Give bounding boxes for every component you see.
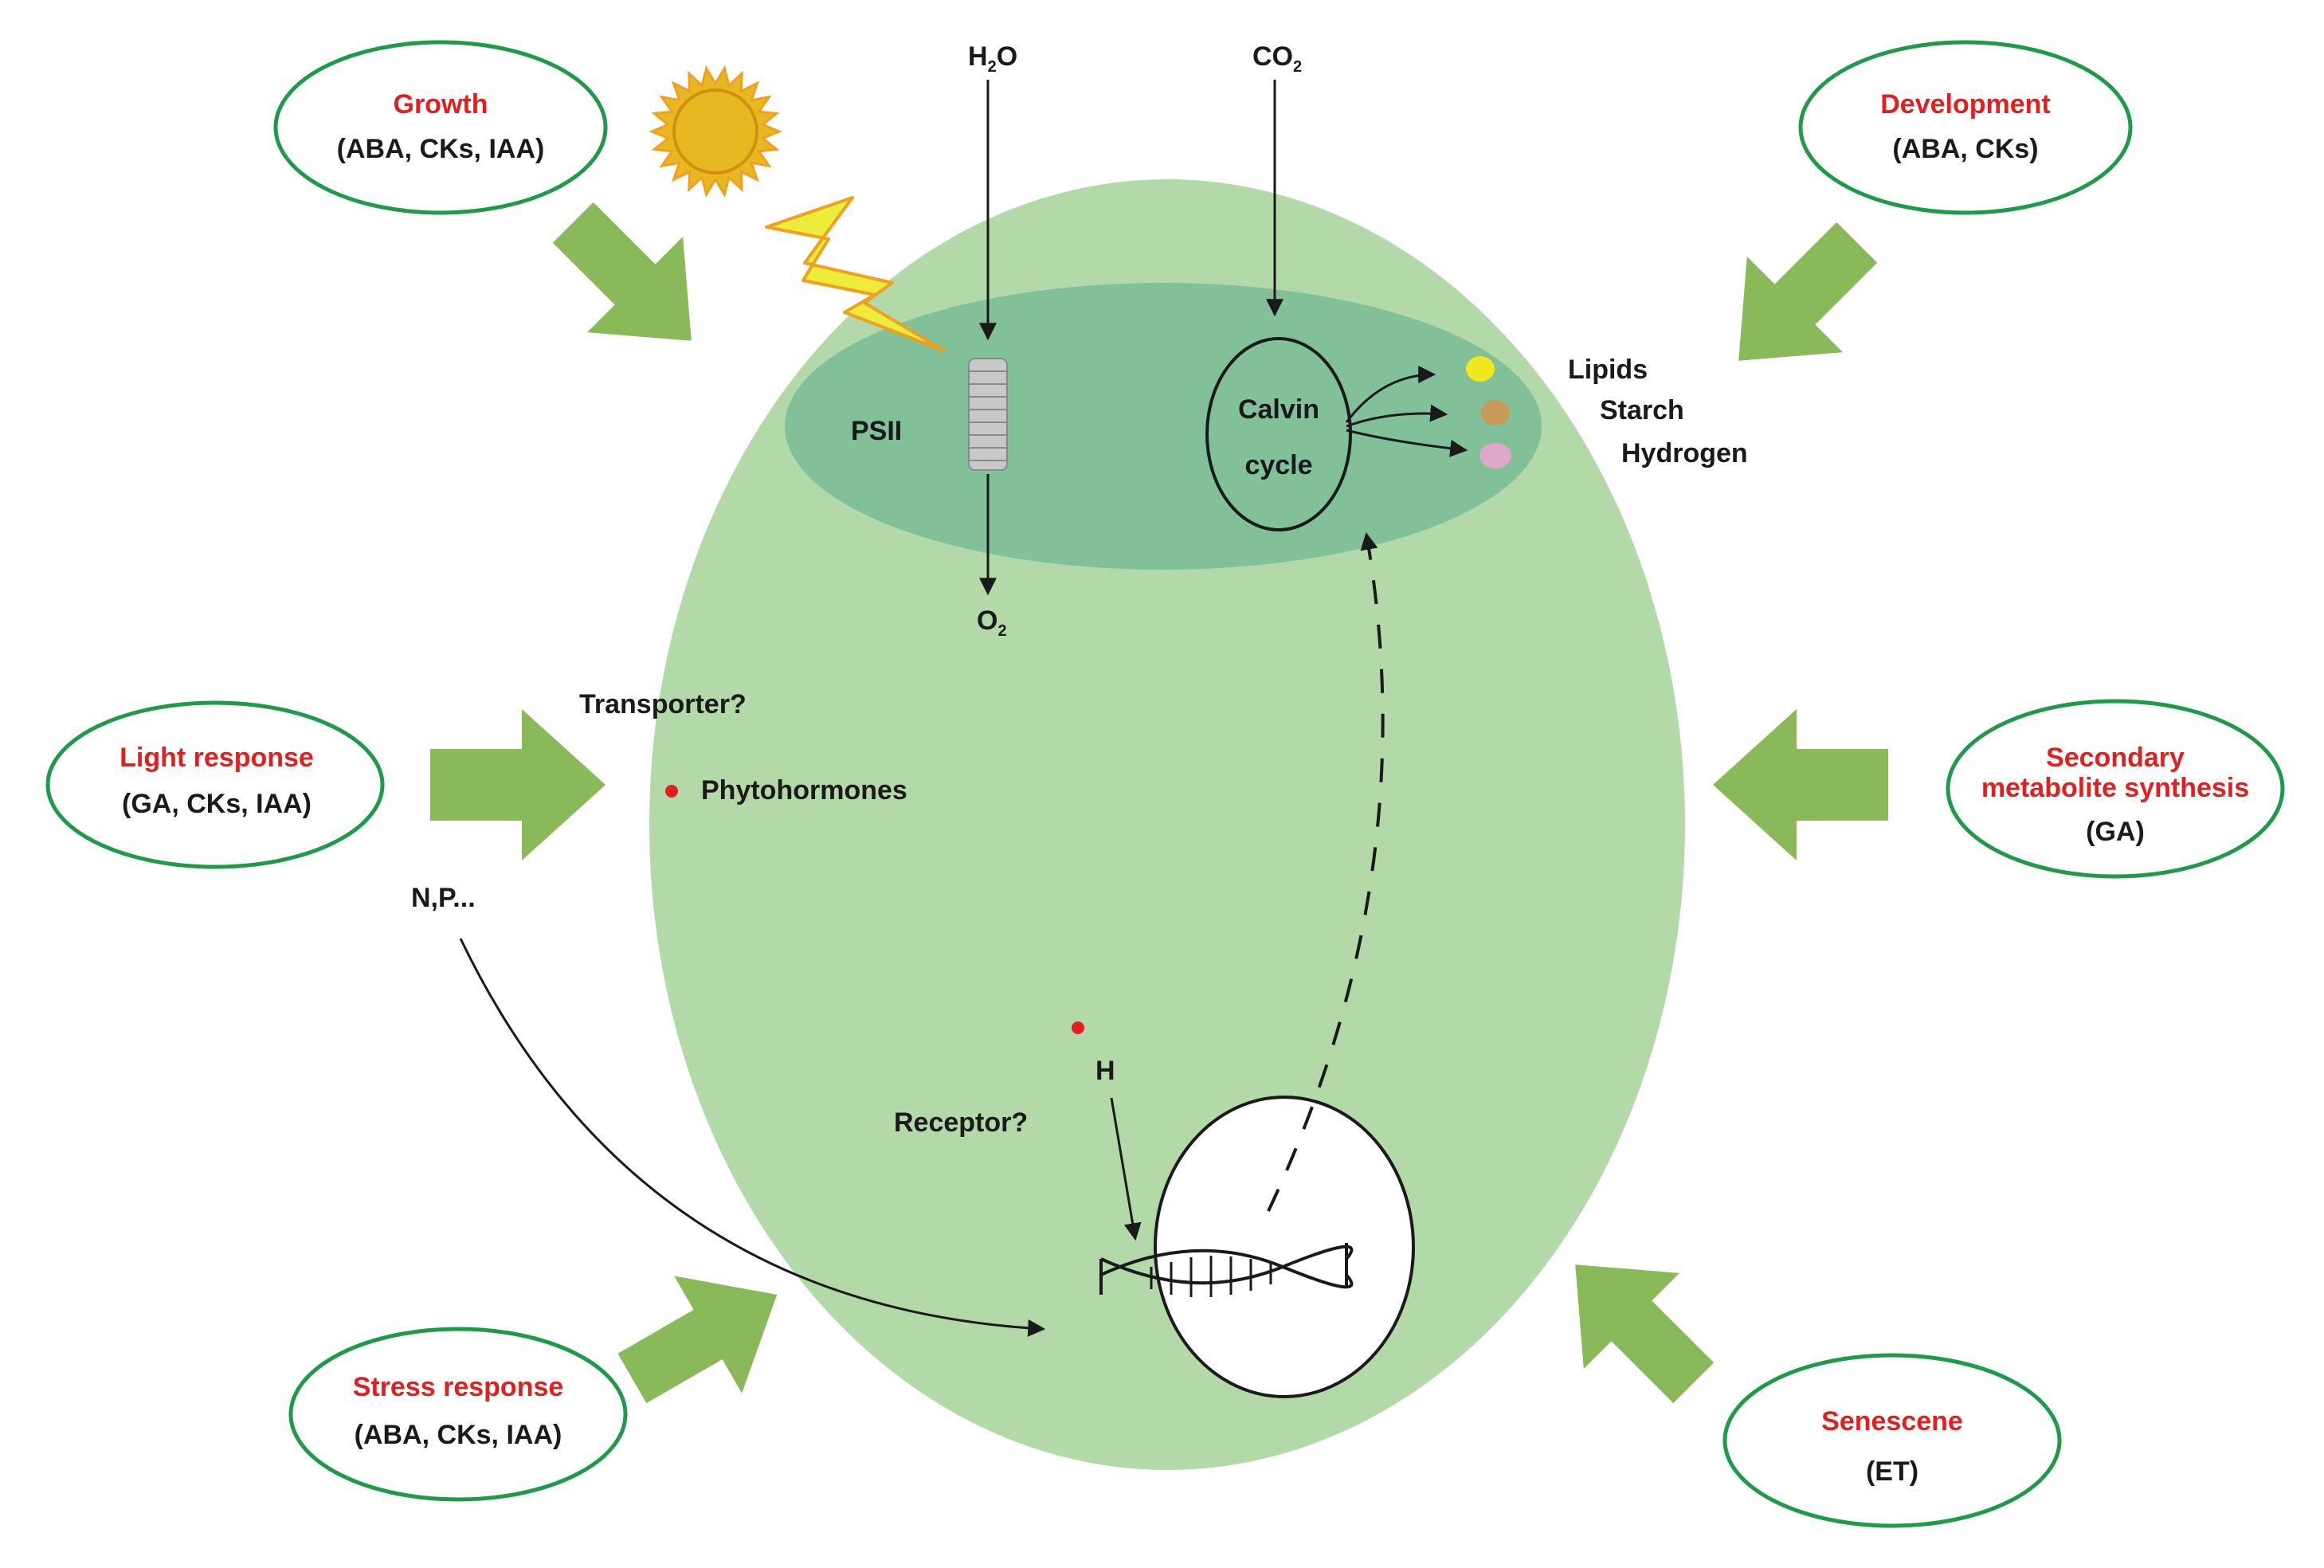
- development-hormones: (ABA, CKs): [1892, 134, 2038, 164]
- transporter-label: Transporter?: [579, 689, 747, 719]
- nutrients-label: N,P...: [411, 883, 476, 913]
- secondary-metabolite-hormones: (GA): [2086, 817, 2145, 847]
- development-oval: [1798, 40, 2133, 215]
- sun-icon: [649, 65, 782, 198]
- hormone-dot: [1072, 1021, 1084, 1034]
- secondary-metabolite-title-line2: metabolite synthesis: [1981, 773, 2249, 803]
- h2o-label: H2O: [968, 41, 1017, 76]
- growth-oval: [273, 40, 608, 215]
- starch-label: Starch: [1600, 395, 1684, 425]
- growth-arrow: [552, 202, 692, 341]
- light-response-title: Light response: [120, 743, 314, 773]
- phytohormones-label: Phytohormones: [701, 775, 907, 806]
- hormone-label: H: [1095, 1056, 1115, 1086]
- thylakoid-stack-icon: [968, 358, 1008, 471]
- phytohormone-dot: [665, 785, 678, 798]
- calvin-cycle-circle: [1205, 337, 1352, 531]
- stress-response-title: Stress response: [353, 1372, 564, 1402]
- light-response-oval: [45, 700, 385, 869]
- lightning-bolt-icon: [765, 196, 946, 352]
- psii-label: PSII: [851, 416, 902, 446]
- senescence-hormones: (ET): [1866, 1456, 1918, 1487]
- o2-label: O2: [977, 606, 1007, 640]
- growth-hormones: (ABA, CKs, IAA): [337, 134, 545, 164]
- co2-label: CO2: [1252, 41, 1302, 76]
- development-title: Development: [1880, 89, 2051, 120]
- calvin-label-line1: Calvin: [1238, 394, 1319, 425]
- secondary-metabolite-title-line1: Secondary: [2046, 743, 2185, 773]
- secondary-metabolite-oval: [1946, 699, 2285, 879]
- dna-helix-icon: [1099, 1243, 1354, 1297]
- secondary-metabolite-arrow: [1713, 709, 1888, 860]
- senescence-oval: [1722, 1353, 2062, 1528]
- starch-arrow: [1346, 404, 1448, 428]
- light-response-arrow: [430, 709, 605, 860]
- hydrogen-dot: [1479, 443, 1511, 468]
- senescence-title: Senescene: [1821, 1406, 1963, 1437]
- nucleus-to-calvin-arrow: [1267, 531, 1385, 1212]
- chloroplast: [785, 283, 1542, 570]
- stress-response-arrow: [617, 1276, 778, 1404]
- hormone-dna-arrow: [1110, 1097, 1142, 1241]
- growth-title: Growth: [394, 89, 488, 120]
- stress-response-hormones: (ABA, CKs, IAA): [355, 1420, 562, 1450]
- lipids-arrow: [1345, 366, 1436, 423]
- starch-dot: [1481, 400, 1510, 425]
- influence-arrows: [430, 202, 1888, 1404]
- nucleus: [1154, 1096, 1415, 1398]
- nutrient-arrow: [459, 938, 1046, 1337]
- senescence-arrow: [1575, 1264, 1715, 1404]
- light-response-hormones: (GA, CKs, IAA): [122, 789, 312, 819]
- development-arrow: [1738, 221, 1878, 361]
- stress-response-oval: [288, 1327, 628, 1502]
- hydrogen-label: Hydrogen: [1621, 438, 1748, 468]
- lipids-dot: [1466, 356, 1495, 382]
- hydrogen-arrow: [1346, 429, 1468, 457]
- lipids-label: Lipids: [1568, 355, 1648, 385]
- receptor-label: Receptor?: [894, 1107, 1028, 1138]
- calvin-label-line2: cycle: [1244, 450, 1312, 480]
